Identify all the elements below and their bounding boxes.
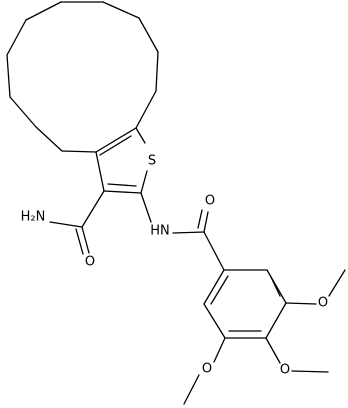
bond (203, 269, 225, 305)
bond (81, 226, 90, 254)
bond (103, 190, 142, 194)
bond (291, 370, 329, 373)
cyclododecane-ring (6, 1, 159, 153)
amine-nh2-label: H₂N (21, 210, 46, 225)
methoxy-oxygen-5-label: O (202, 362, 212, 377)
bond (285, 302, 317, 305)
bond (6, 19, 27, 56)
bond (270, 276, 281, 297)
bond (183, 374, 200, 405)
methoxy-oxygen-4-label: O (280, 363, 290, 378)
bond (35, 126, 63, 152)
amide-linker (140, 192, 225, 271)
bond (95, 151, 105, 192)
bond (49, 221, 83, 228)
bond (203, 231, 225, 271)
bond (328, 269, 346, 297)
bond (172, 231, 205, 234)
bond (197, 209, 203, 229)
thiophene-ring (95, 127, 148, 194)
methoxy-oxygen-3-label: O (318, 296, 328, 311)
bond (95, 127, 137, 153)
bond (25, 1, 62, 21)
bond (138, 17, 159, 53)
bond (266, 269, 287, 304)
bond (9, 96, 37, 128)
bond (102, 1, 140, 19)
carboxamide-group (49, 190, 105, 255)
bond (140, 192, 152, 223)
bond (81, 190, 105, 228)
bond (61, 150, 97, 153)
amide-nh-label: HN (150, 224, 170, 239)
sulfur-atom-label: S (148, 154, 156, 169)
bond (210, 275, 229, 305)
bond (135, 127, 146, 144)
methoxy-groups (183, 269, 346, 405)
bond (265, 337, 281, 364)
bond (140, 170, 148, 194)
bond (135, 90, 157, 129)
bond (99, 135, 132, 156)
bond (203, 211, 209, 233)
benzene-ring (203, 269, 287, 339)
bond (203, 303, 226, 339)
amide-oxygen-label: O (85, 255, 95, 270)
bond (107, 183, 137, 187)
bond (75, 228, 84, 255)
bond (6, 54, 11, 98)
bond (265, 302, 287, 339)
benzoyl-oxygen-label: O (205, 194, 215, 209)
bond (213, 337, 226, 363)
bond (155, 51, 159, 92)
